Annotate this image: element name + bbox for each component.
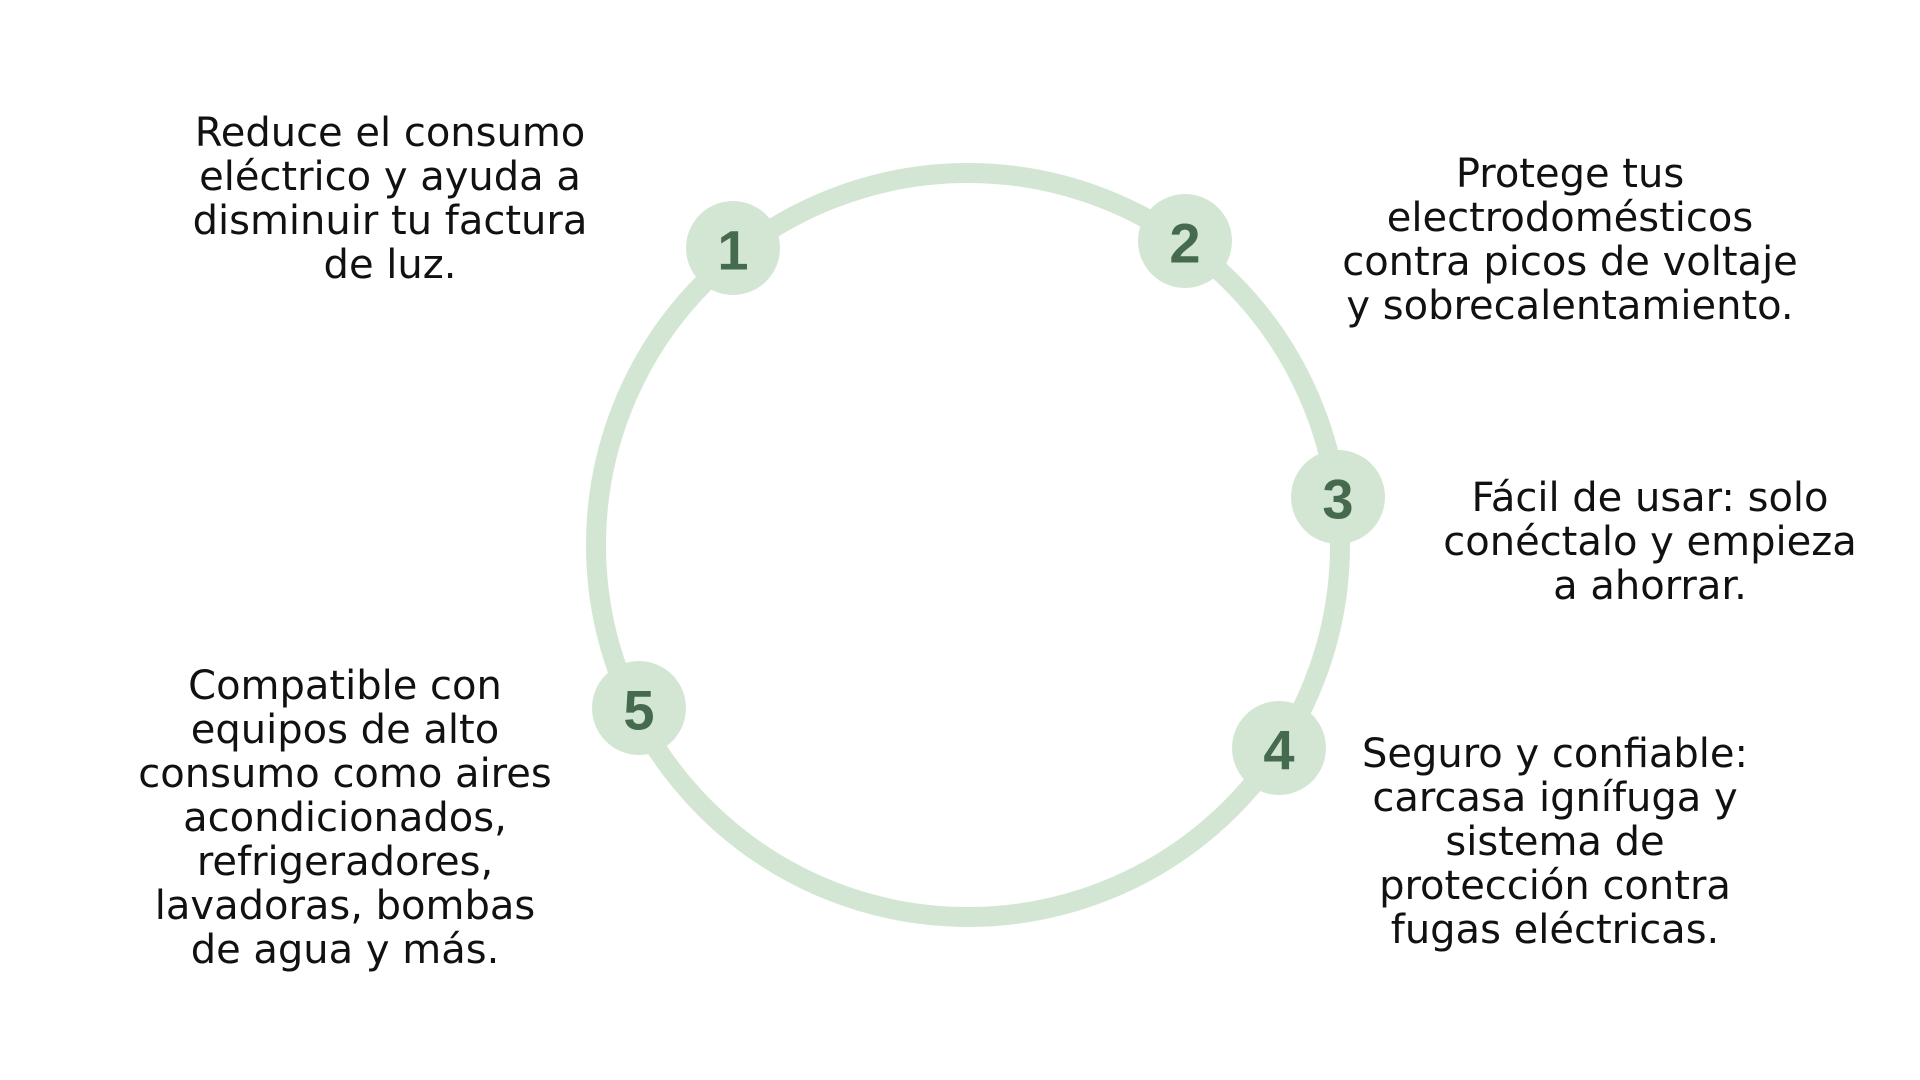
step-1-badge: 1	[686, 201, 780, 295]
step-2-badge: 2	[1138, 194, 1232, 288]
step-3-text: Fácil de usar: solo conéctalo y empieza …	[1443, 475, 1857, 609]
step-4-badge: 4	[1232, 701, 1326, 795]
cycle-ring	[586, 163, 1350, 927]
step-4-number: 4	[1263, 719, 1294, 782]
step-2-text: Protege tus electrodomésticos contra pic…	[1342, 151, 1798, 329]
step-1-number: 1	[717, 219, 748, 282]
step-2-number: 2	[1169, 212, 1200, 275]
step-5-number: 5	[623, 679, 654, 742]
step-4-text: Seguro y confiable: carcasa ignífuga y s…	[1362, 731, 1748, 953]
step-1-text: Reduce el consumo eléctrico y ayuda a di…	[192, 110, 588, 288]
step-3-badge: 3	[1291, 450, 1385, 544]
step-5-text: Compatible con equipos de alto consumo c…	[138, 663, 552, 973]
step-5-badge: 5	[592, 661, 686, 755]
step-3-number: 3	[1322, 468, 1353, 531]
